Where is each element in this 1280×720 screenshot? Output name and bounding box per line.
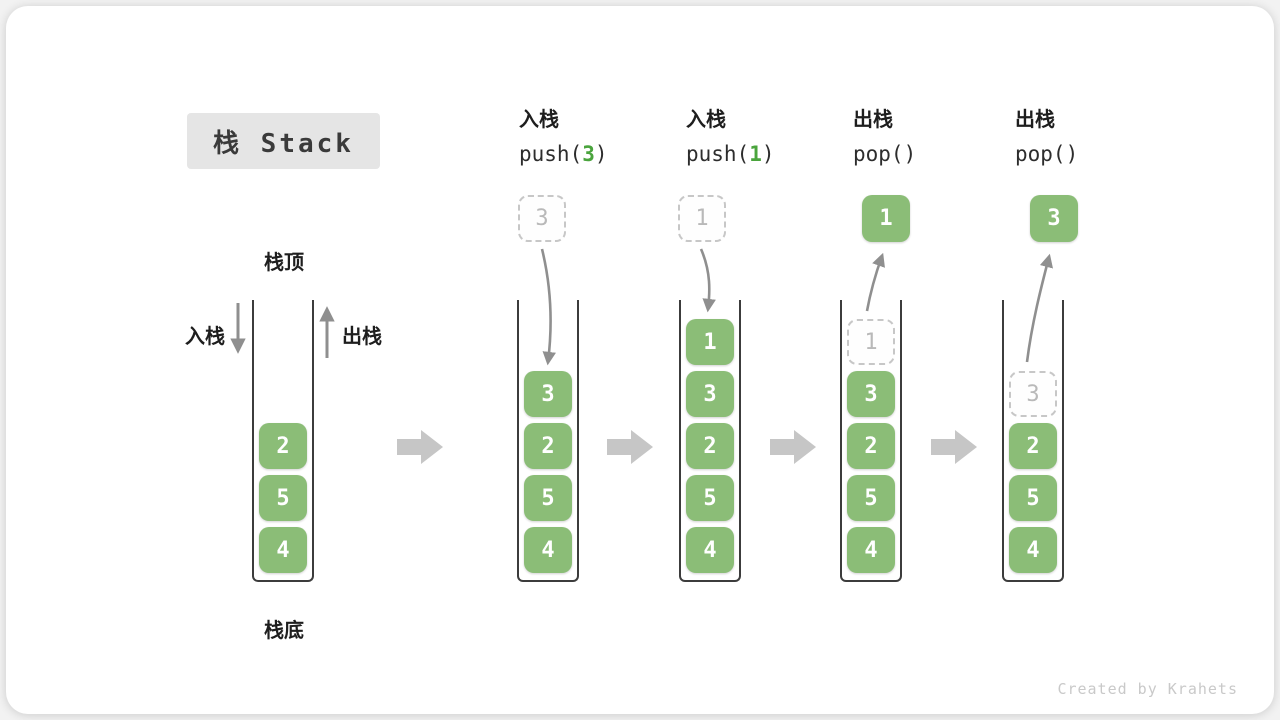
stack-block: 5 (1009, 475, 1057, 521)
code-text: ) (903, 142, 917, 166)
step4-header: 出栈 pop() (1015, 106, 1078, 168)
float-value: 1 (879, 206, 893, 231)
step3-code: pop() (853, 140, 916, 168)
stack-block: 4 (686, 527, 734, 573)
step2-header: 入栈 push(1) (686, 106, 775, 168)
step1-code: push(3) (519, 140, 608, 168)
stack-block: 4 (524, 527, 572, 573)
code-text: pop( (853, 142, 904, 166)
step2-stack-container: 1 3 2 5 4 (679, 300, 741, 582)
code-text: push( (686, 142, 750, 166)
stack-block: 5 (847, 475, 895, 521)
stack-block: 3 (686, 371, 734, 417)
code-arg: 1 (749, 142, 762, 166)
code-text: ) (1065, 142, 1079, 166)
step1-op-label: 入栈 (519, 107, 559, 131)
stack-block: 5 (259, 475, 307, 521)
step3-popped-value: 1 (862, 195, 910, 242)
step4-popped-value: 3 (1030, 195, 1078, 242)
stack-block: 5 (524, 475, 572, 521)
step4-stack-container: 3 2 5 4 (1002, 300, 1064, 582)
pop-direction-label: 出栈 (342, 324, 382, 348)
step1-header: 入栈 push(3) (519, 106, 608, 168)
push-direction-label: 入栈 (185, 324, 225, 348)
step2-code: push(1) (686, 140, 775, 168)
stack-block: 5 (686, 475, 734, 521)
step4-code: pop() (1015, 140, 1078, 168)
stack-block: 2 (847, 423, 895, 469)
step3-op-label: 出栈 (853, 107, 893, 131)
code-text: ) (761, 142, 775, 166)
float-value: 3 (535, 206, 549, 231)
step1-incoming-value: 3 (518, 195, 566, 242)
stack-block: 2 (686, 423, 734, 469)
demo-stack-container: 2 5 4 (252, 300, 314, 582)
stack-block: 4 (847, 527, 895, 573)
stack-block: 4 (1009, 527, 1057, 573)
code-text: push( (519, 142, 583, 166)
code-text: pop( (1015, 142, 1066, 166)
step3-header: 出栈 pop() (853, 106, 916, 168)
step2-op-label: 入栈 (686, 107, 726, 131)
step2-incoming-value: 1 (678, 195, 726, 242)
stack-block: 3 (847, 371, 895, 417)
float-value: 3 (1047, 206, 1061, 231)
code-text: ) (594, 142, 608, 166)
stack-block-ghost: 1 (847, 319, 895, 365)
credit-text: Created by Krahets (1057, 680, 1238, 698)
step1-stack-container: 3 2 5 4 (517, 300, 579, 582)
diagram-title: 栈 Stack (187, 113, 380, 169)
stack-block: 2 (524, 423, 572, 469)
float-value: 1 (695, 206, 709, 231)
step4-op-label: 出栈 (1015, 107, 1055, 131)
stack-block: 3 (524, 371, 572, 417)
stack-block: 2 (1009, 423, 1057, 469)
stack-block-ghost: 3 (1009, 371, 1057, 417)
code-arg: 3 (582, 142, 595, 166)
step3-stack-container: 1 3 2 5 4 (840, 300, 902, 582)
stack-block: 4 (259, 527, 307, 573)
diagram-title-label: 栈 Stack (213, 128, 354, 159)
stack-bottom-label: 栈底 (264, 618, 304, 642)
stack-block: 2 (259, 423, 307, 469)
stack-block: 1 (686, 319, 734, 365)
stack-top-label: 栈顶 (264, 250, 304, 274)
